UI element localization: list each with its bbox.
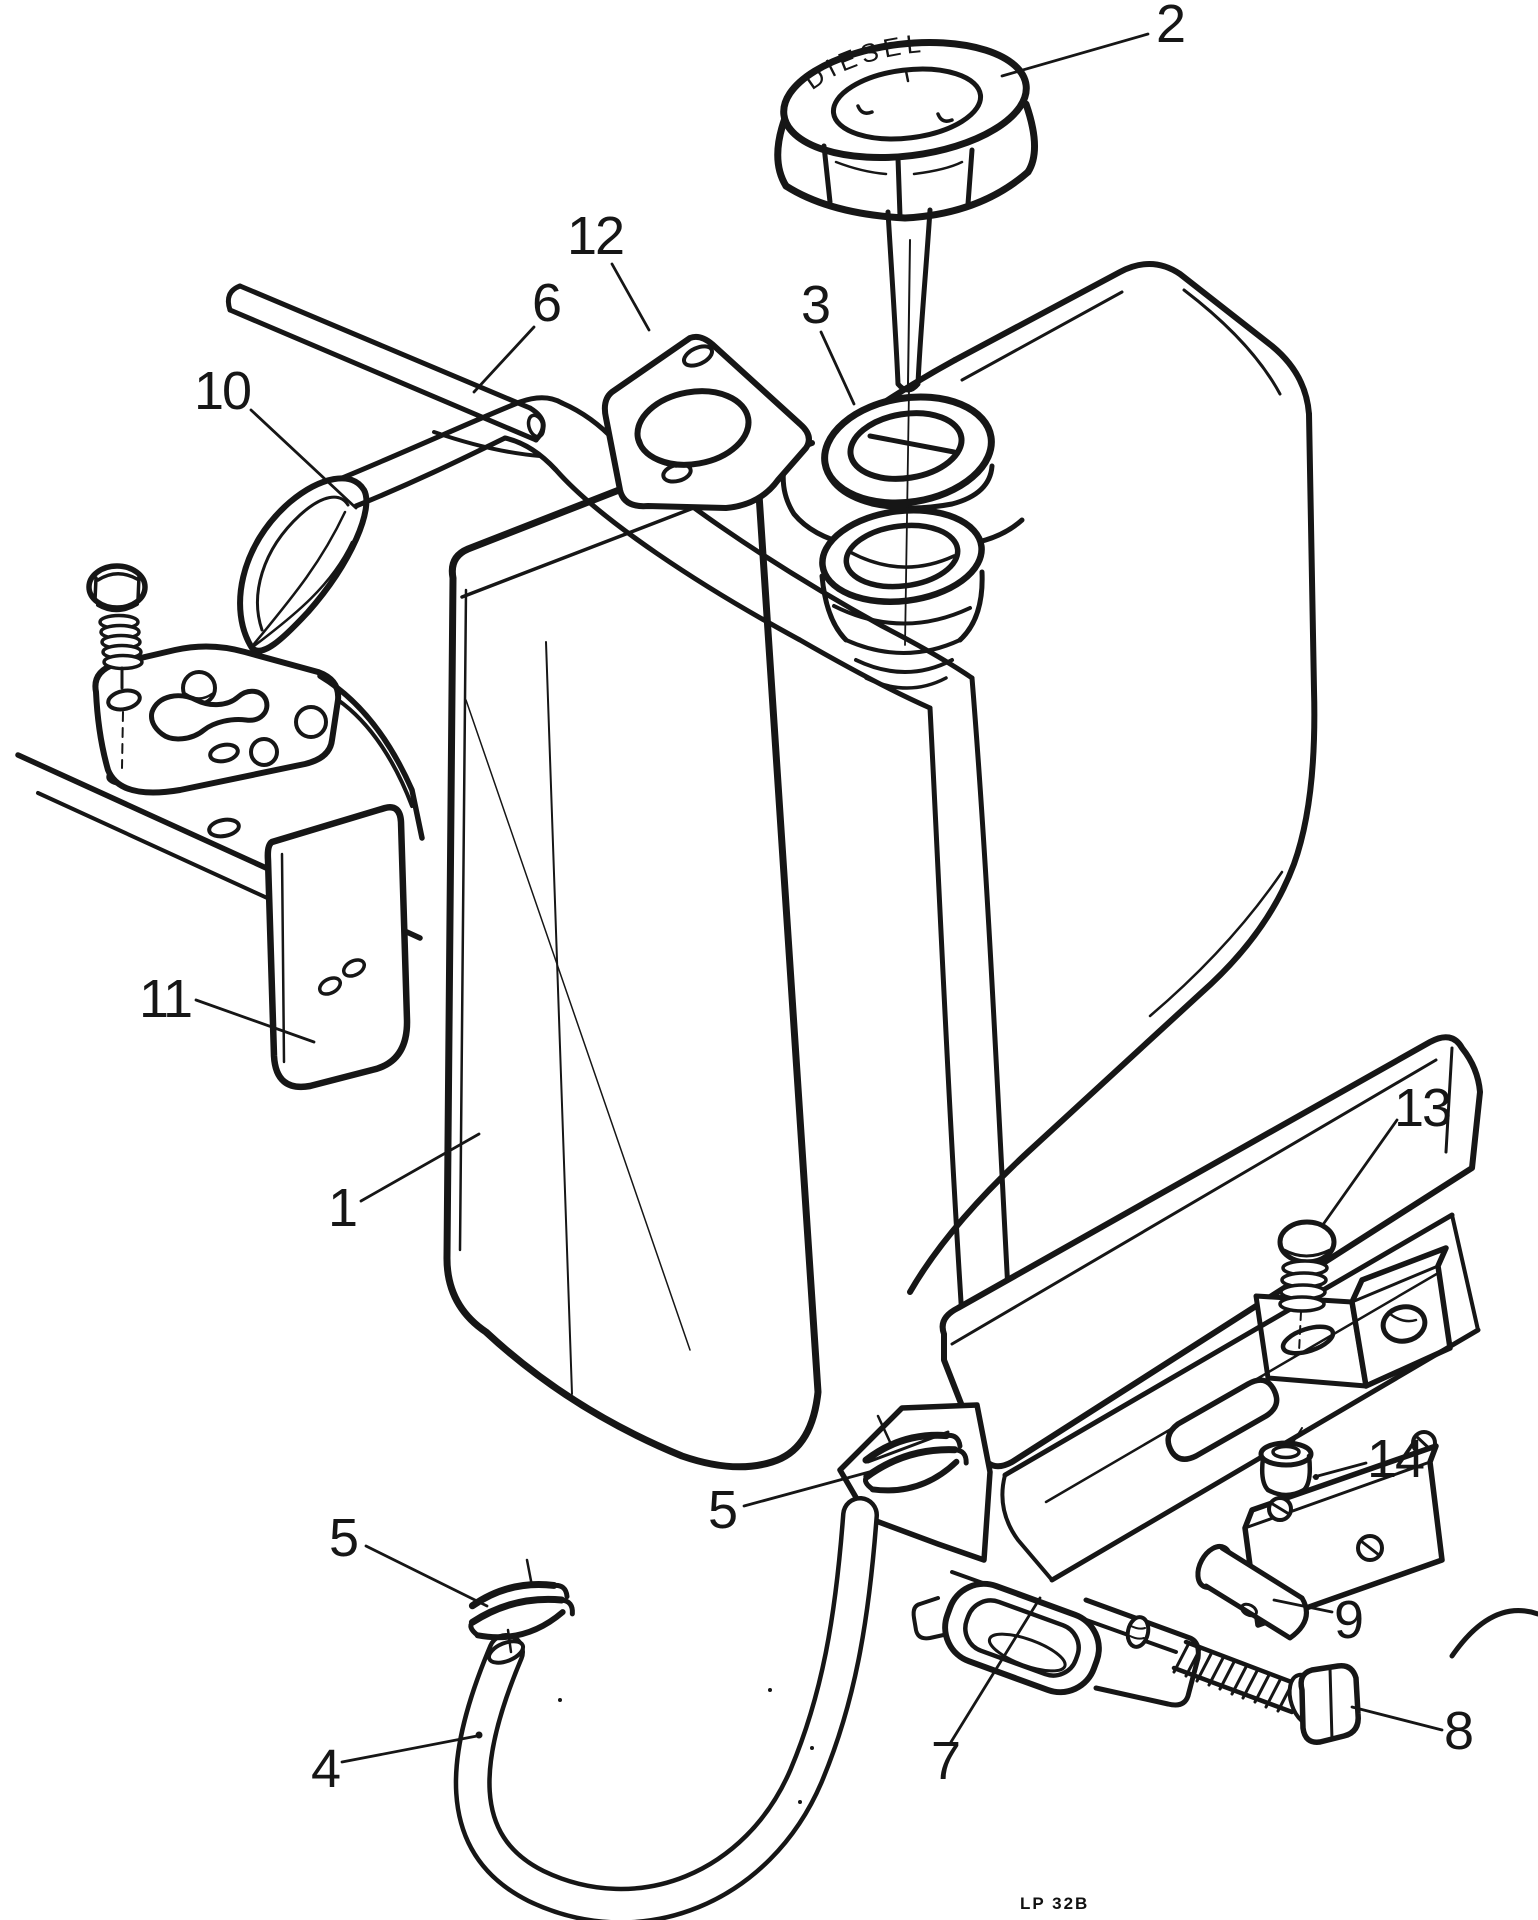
callout-5-upper: 5 bbox=[707, 1480, 738, 1540]
callout-9: 9 bbox=[1333, 1590, 1364, 1650]
callout-7: 7 bbox=[930, 1731, 961, 1791]
callout-6: 6 bbox=[531, 273, 562, 333]
callout-4: 4 bbox=[310, 1739, 341, 1799]
figure-code: LP 32B bbox=[1020, 1894, 1090, 1913]
bolt-8 bbox=[1171, 1639, 1361, 1745]
front-bracket-assembly bbox=[15, 563, 425, 1091]
leader-lines bbox=[194, 32, 1444, 1764]
callout-13: 13 bbox=[1393, 1078, 1452, 1138]
filler-bracket bbox=[601, 333, 812, 511]
callout-12: 12 bbox=[566, 206, 625, 266]
callout-10: 10 bbox=[193, 361, 252, 421]
hose-clip-lower bbox=[468, 1581, 575, 1641]
mounting-plate bbox=[939, 1034, 1483, 1470]
fuel-hose bbox=[453, 1496, 879, 1920]
filler-neck bbox=[819, 389, 985, 690]
mounting-bolt-13 bbox=[1277, 1219, 1337, 1353]
callout-2: 2 bbox=[1155, 0, 1186, 54]
callout-11: 11 bbox=[138, 969, 193, 1029]
callout-3: 3 bbox=[800, 275, 831, 335]
tank-strap bbox=[237, 395, 1017, 1457]
callout-8: 8 bbox=[1443, 1701, 1474, 1761]
clip-tick-upper bbox=[525, 1558, 534, 1588]
breather-tube bbox=[225, 283, 546, 458]
callout-5-lower: 5 bbox=[328, 1508, 359, 1568]
callout-1: 1 bbox=[327, 1178, 358, 1238]
clip-tick-lower bbox=[506, 1628, 513, 1654]
support-channel bbox=[911, 1570, 1201, 1708]
callout-14: 14 bbox=[1366, 1429, 1425, 1489]
